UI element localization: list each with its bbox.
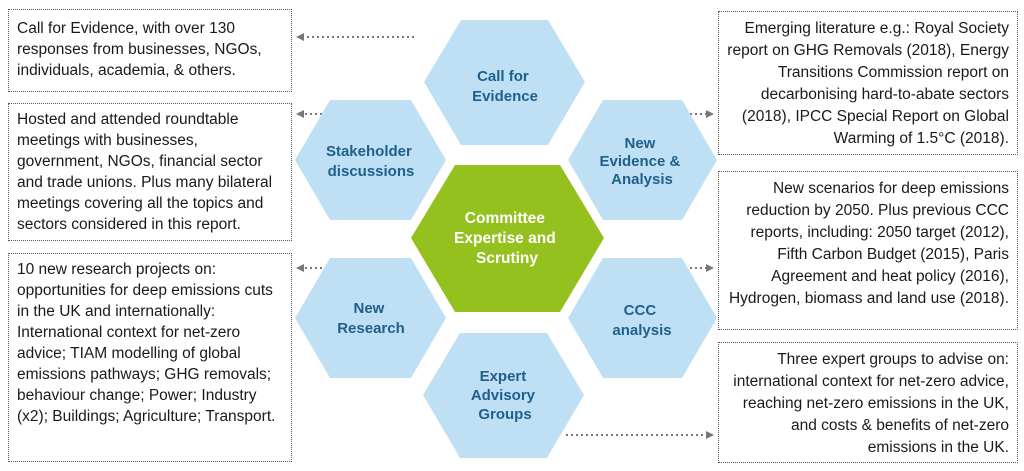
hex-label-stakeholder: Stakeholder discussions: [326, 143, 416, 180]
ccc-analysis-box: New scenarios for deep emissions reducti…: [718, 171, 1018, 330]
hex-label-new-research: New Research: [337, 300, 405, 337]
hex-call-for-evidence: [424, 20, 585, 145]
hex-expert-groups: [423, 333, 584, 458]
new-research-box: 10 new research projects on: opportuniti…: [8, 253, 292, 462]
hex-label-call-for-evidence: Call for Evidence: [472, 68, 538, 105]
hex-new-research: [295, 258, 446, 378]
new-evidence-box: Emerging literature e.g.: Royal Society …: [718, 11, 1018, 155]
hex-ccc-analysis: [568, 258, 717, 378]
expert-groups-box: Three expert groups to advise on: intern…: [718, 342, 1018, 463]
hex-label-new-evidence: New Evidence & Analysis: [599, 135, 684, 188]
hex-label-expert-groups: Expert Advisory Groups: [471, 368, 539, 423]
stakeholder-box: Hosted and attended roundtable meetings …: [8, 103, 292, 241]
hex-new-evidence: [568, 100, 717, 220]
hex-label-ccc-analysis: CCC analysis: [612, 302, 671, 339]
call-for-evidence-box: Call for Evidence, with over 130 respons…: [8, 9, 292, 92]
hex-center: [411, 165, 604, 312]
hex-stakeholder: [295, 100, 446, 220]
hex-label-center: Committee Expertise and Scrutiny: [454, 210, 560, 267]
